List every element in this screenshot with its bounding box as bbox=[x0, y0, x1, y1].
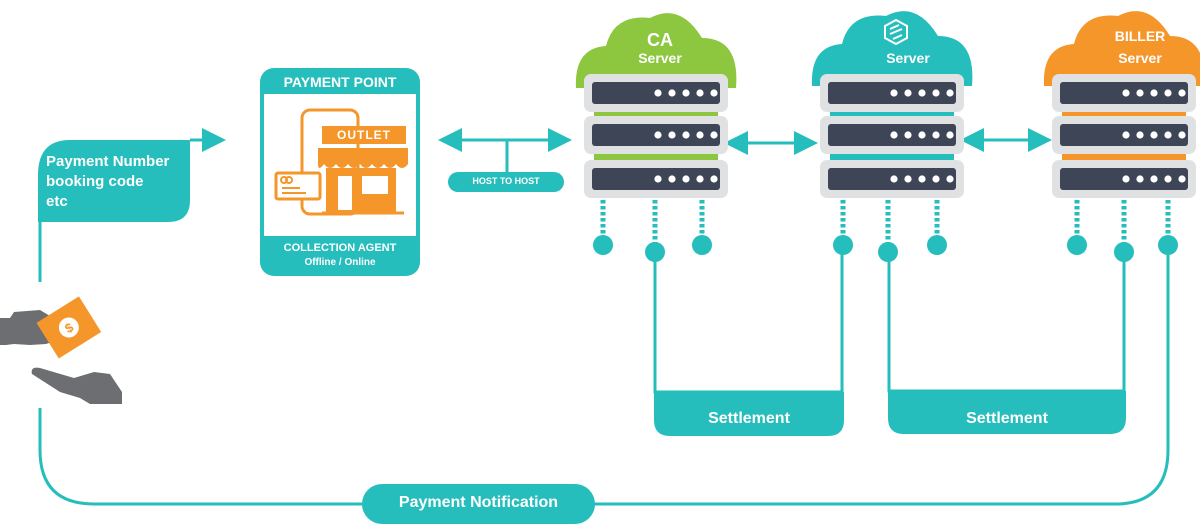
offline-online-label: Offline / Online bbox=[304, 257, 376, 268]
outlet-sign: OUTLET bbox=[337, 128, 391, 142]
collection-agent-label: COLLECTION AGENT bbox=[283, 242, 397, 254]
biller-server-unit bbox=[1052, 160, 1196, 198]
settlement-1-label: Settlement bbox=[708, 410, 790, 427]
switching-logo-icon bbox=[884, 18, 908, 46]
biller-server-unit bbox=[1052, 74, 1196, 112]
switch-server-unit bbox=[820, 74, 964, 112]
biller-server-stack bbox=[1043, 11, 1200, 262]
info-box-shape bbox=[38, 140, 190, 222]
switch-server-unit bbox=[820, 116, 964, 154]
payment-notification-loop bbox=[38, 250, 1170, 524]
payment-notification-label: Payment Notification bbox=[398, 494, 559, 511]
ca-server-line2: Server bbox=[638, 50, 682, 66]
biller-server-unit bbox=[1052, 116, 1196, 154]
payment-point-card bbox=[260, 68, 420, 276]
biller-server-line2: Server bbox=[1118, 50, 1162, 66]
biller-node bbox=[1114, 242, 1134, 262]
ca-server-stack bbox=[575, 13, 737, 262]
payment-notification-pill bbox=[362, 484, 595, 524]
settlement-1-bracket bbox=[653, 248, 844, 436]
info-line-3: etc bbox=[46, 193, 68, 210]
ca-server-unit bbox=[584, 160, 728, 198]
ca-node bbox=[645, 242, 665, 262]
switch-node bbox=[927, 235, 947, 255]
host-to-host-pill bbox=[448, 172, 564, 192]
ca-node bbox=[593, 235, 613, 255]
biller-server-line1: BILLER bbox=[1114, 28, 1166, 44]
settlement-2-bracket bbox=[887, 255, 1126, 434]
info-line-2: booking code bbox=[46, 173, 144, 190]
switch-server-line2: Server bbox=[886, 50, 930, 66]
info-box-text: Payment Number booking code etc bbox=[46, 152, 169, 212]
ca-server-unit bbox=[584, 116, 728, 154]
settlement-2-label: Settlement bbox=[966, 410, 1048, 427]
customer-flow bbox=[38, 128, 226, 282]
ca-cloud bbox=[575, 13, 737, 89]
payment-point-title: PAYMENT POINT bbox=[283, 74, 397, 90]
cash-hand-over-icon: $ bbox=[0, 296, 123, 404]
switch-node bbox=[833, 235, 853, 255]
ca-server-line1: CA bbox=[647, 30, 673, 50]
switch-server-unit bbox=[820, 160, 964, 198]
ca-server-unit bbox=[584, 74, 728, 112]
switch-cloud bbox=[811, 11, 973, 87]
host-to-host-label: HOST TO HOST bbox=[472, 176, 540, 186]
biller-node bbox=[1067, 235, 1087, 255]
biller-node bbox=[1158, 235, 1178, 255]
info-line-1: Payment Number bbox=[46, 153, 170, 170]
host-to-host-connector bbox=[438, 128, 572, 192]
biller-cloud bbox=[1043, 11, 1200, 86]
ca-node bbox=[692, 235, 712, 255]
switch-node bbox=[878, 242, 898, 262]
switch-server-stack bbox=[811, 11, 973, 262]
